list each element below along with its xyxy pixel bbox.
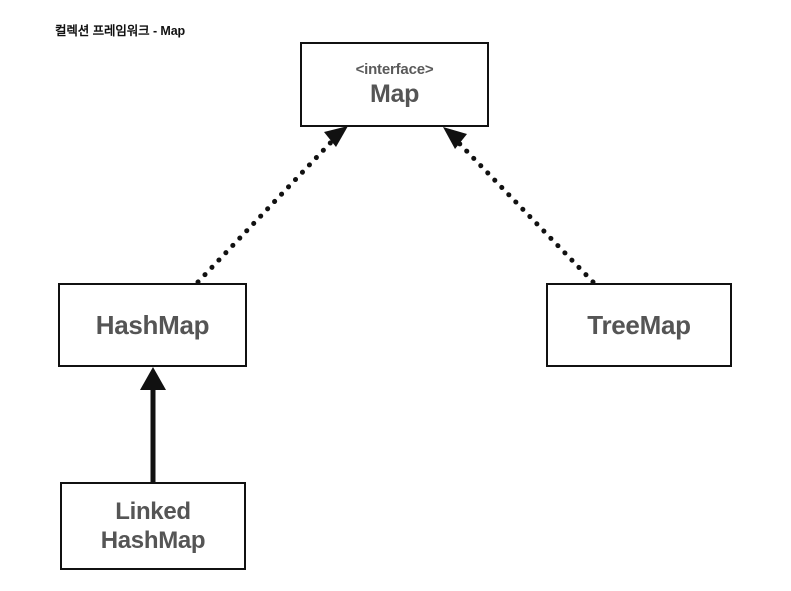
map-class-name: Map <box>369 79 420 108</box>
class-box-treemap[interactable]: TreeMap <box>546 283 732 367</box>
edge-hashmap-implements-map <box>195 126 348 285</box>
hashmap-class-name: HashMap <box>95 310 210 340</box>
linkedhashmap-class-name-line1: Linked <box>115 498 191 525</box>
edge-treemap-implements-map <box>443 127 596 285</box>
class-box-hashmap[interactable]: HashMap <box>58 283 247 367</box>
class-box-linkedhashmap[interactable]: Linked HashMap <box>60 482 246 570</box>
page-title: 컬렉션 프레임워크 - Map <box>55 24 186 38</box>
linkedhashmap-class-name-line2: HashMap <box>100 527 206 554</box>
map-stereotype-label: <interface> <box>355 60 434 78</box>
treemap-class-name: TreeMap <box>587 310 691 340</box>
edge-linkedhashmap-extends-hashmap <box>140 367 166 482</box>
class-box-map[interactable]: <interface> Map <box>300 42 489 127</box>
